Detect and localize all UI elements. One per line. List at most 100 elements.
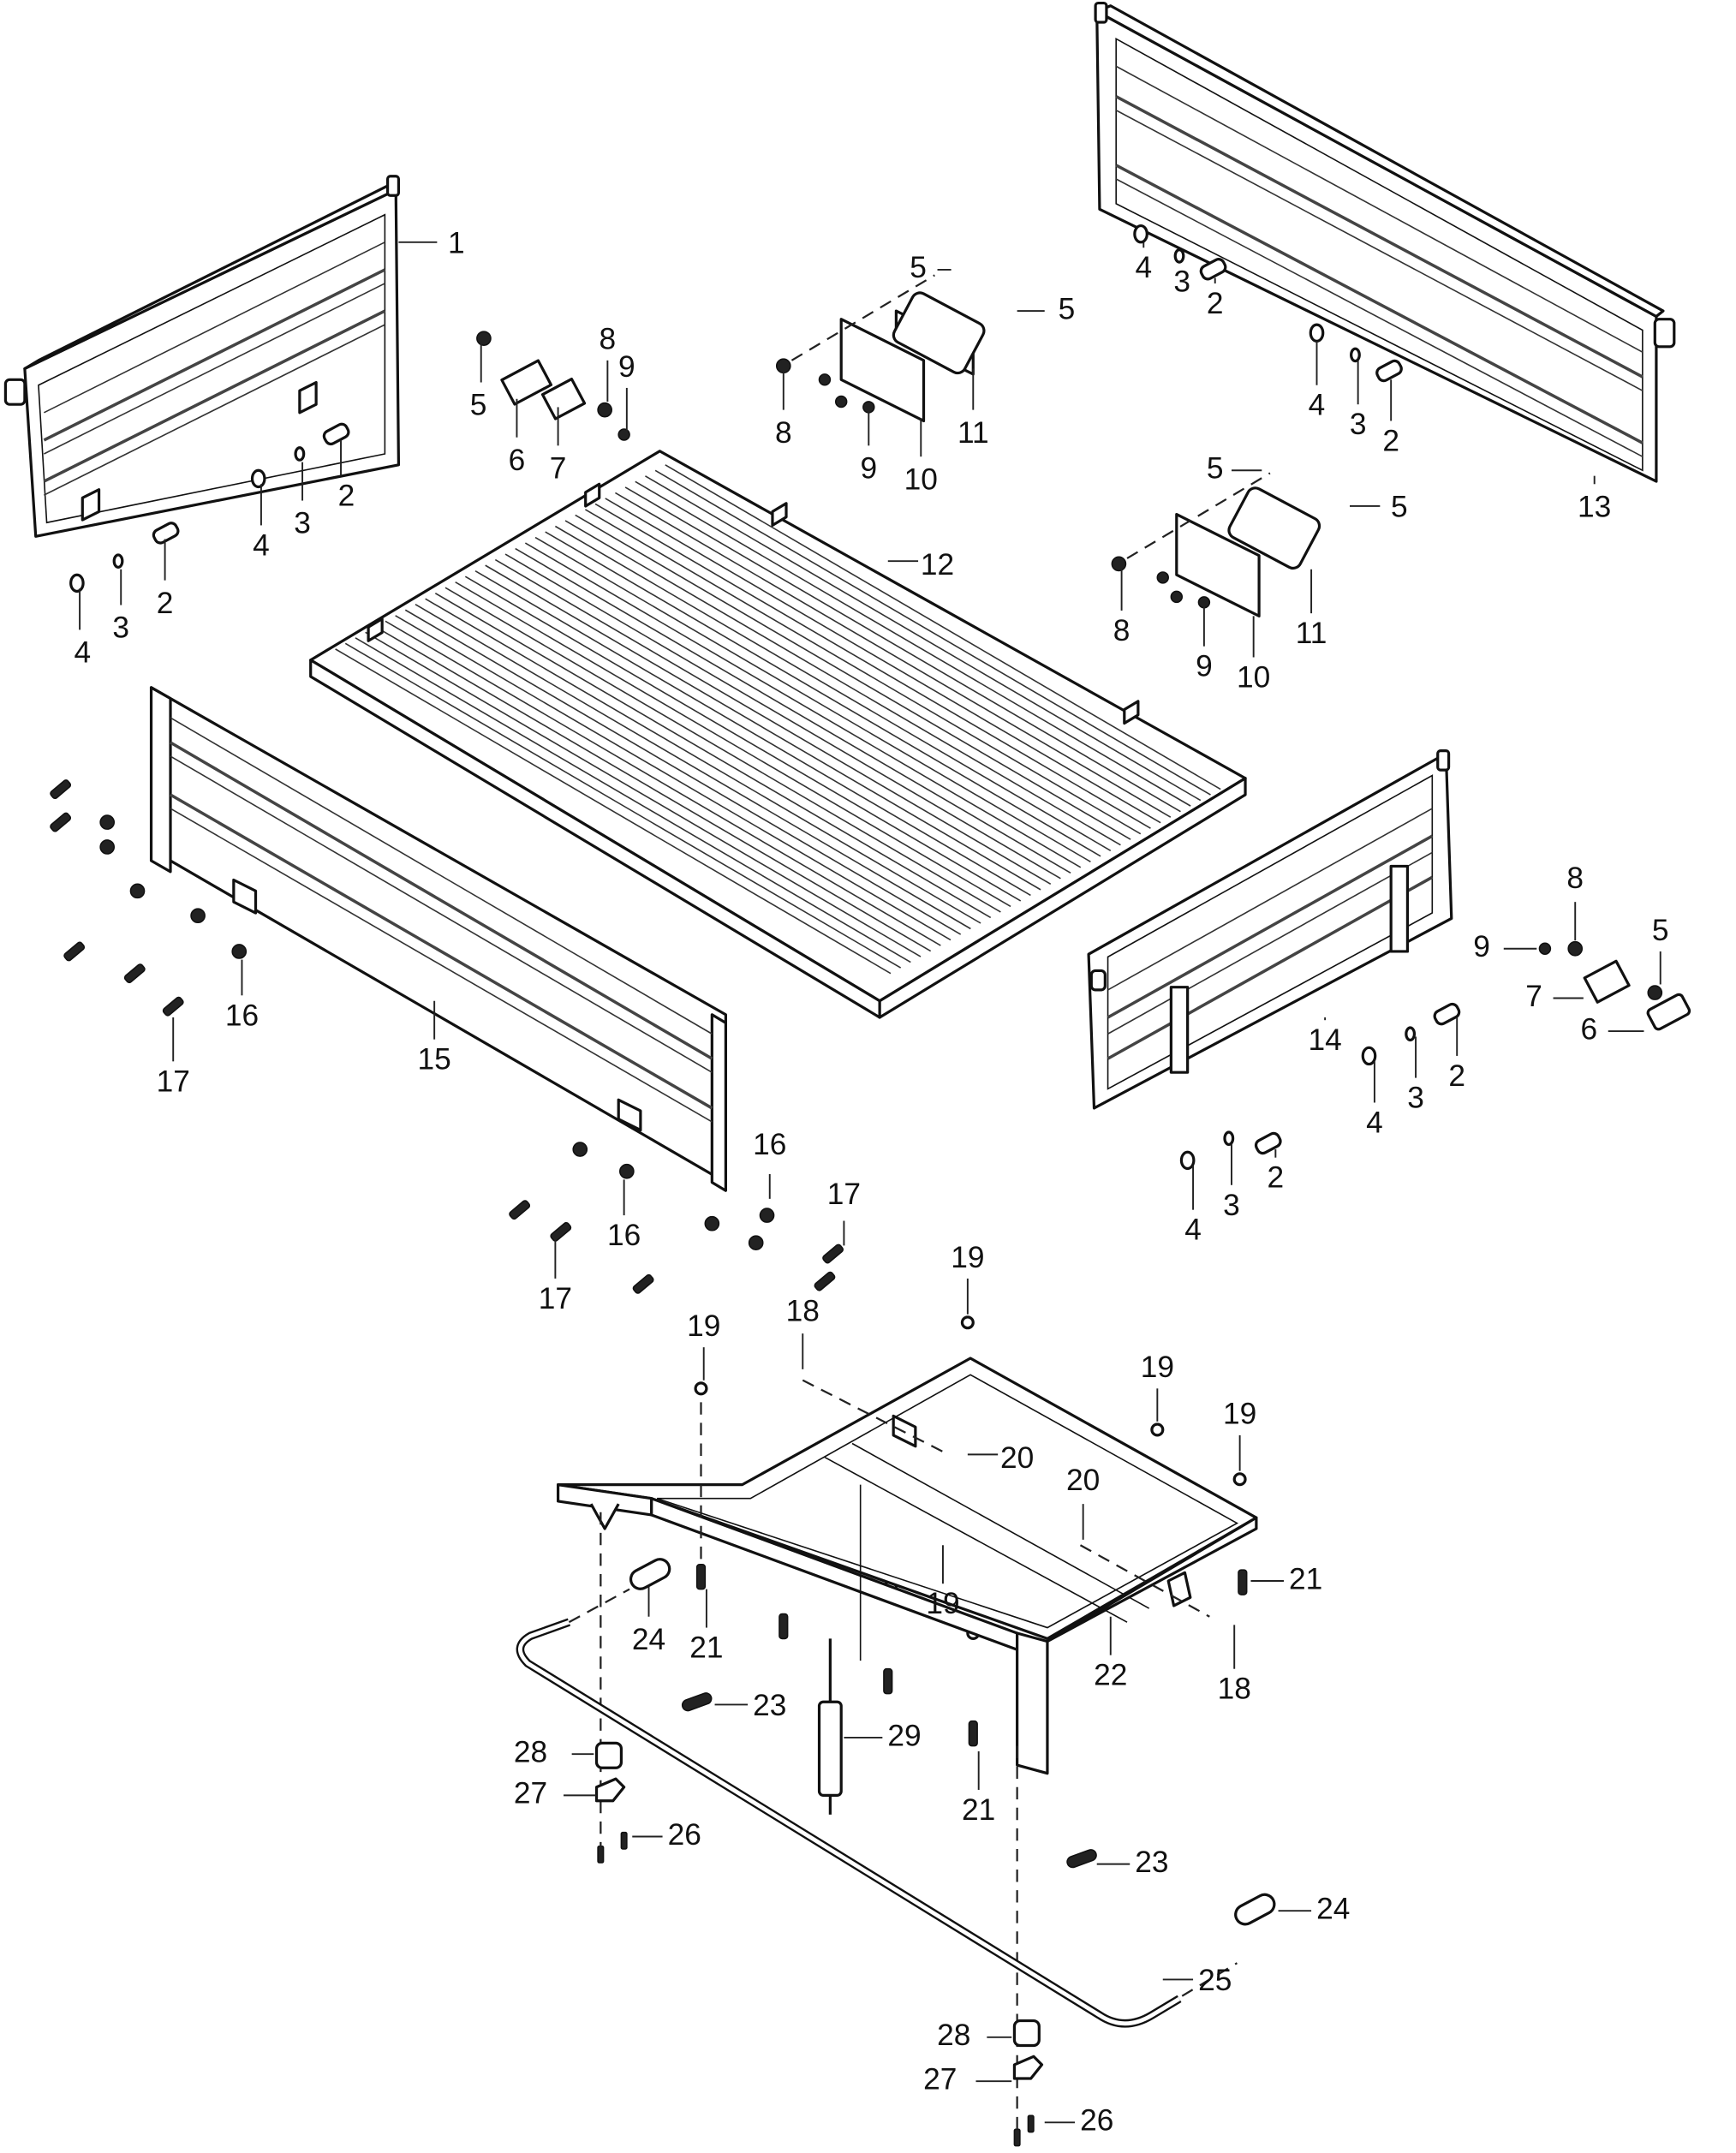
callout-number: 26 [1080, 2104, 1113, 2138]
stud-bolt-icon [695, 1563, 707, 1590]
callout-21: 21 [689, 1589, 724, 1665]
callout-9: 9 [1196, 605, 1213, 683]
callout-5: 5 [1207, 452, 1262, 486]
callout-number: 19 [951, 1241, 984, 1274]
stud-bolt-icon [779, 1613, 789, 1640]
callout-number: 3 [1350, 408, 1367, 441]
callout-27: 27 [923, 2063, 1012, 2096]
callout-number: 4 [1184, 1214, 1202, 1247]
callout-number: 21 [962, 1793, 995, 1827]
callout-number: 29 [887, 1719, 921, 1752]
part-latch-plate-right [1538, 940, 1691, 1031]
callout-28: 28 [937, 2019, 1012, 2052]
washer-icon [294, 446, 306, 462]
nut-icon [99, 814, 116, 830]
callout-number: 11 [957, 416, 989, 450]
callout-8: 8 [1113, 569, 1130, 647]
lock-nut-icon [694, 1381, 708, 1396]
callout-14: 14 [1308, 1017, 1342, 1057]
callout-number: 6 [1580, 1012, 1597, 1046]
callout-3: 3 [112, 569, 129, 645]
callout-number: 4 [1366, 1106, 1383, 1140]
callout-number: 18 [1218, 1673, 1251, 1706]
bolt-icon [50, 812, 72, 832]
callout-16: 16 [753, 1128, 786, 1199]
callout-number: 10 [904, 462, 938, 496]
callout-number: 5 [1652, 914, 1669, 947]
screw-icon [1027, 2114, 1035, 2133]
callout-2: 2 [338, 439, 355, 513]
callout-23: 23 [1096, 1846, 1169, 1879]
callout-number: 26 [668, 1818, 701, 1852]
callout-number: 21 [689, 1631, 723, 1665]
callout-4: 4 [74, 588, 91, 670]
callout-8: 8 [600, 323, 617, 402]
callout-number: 2 [157, 587, 174, 620]
callout-number: 19 [687, 1309, 720, 1343]
part-rear-panel [1094, 1, 1676, 483]
nut-icon [129, 883, 146, 899]
callout-25: 25 [1162, 1964, 1232, 1997]
callout-2: 2 [1382, 379, 1399, 457]
callout-3: 3 [294, 462, 311, 540]
callout-number: 2 [1268, 1161, 1285, 1195]
callout-number: 25 [1198, 1964, 1232, 1997]
callout-number: 16 [225, 999, 259, 1032]
callout-7: 7 [1525, 980, 1584, 1013]
hinge-pin-icon [1199, 258, 1227, 281]
callout-10: 10 [1237, 616, 1270, 695]
stud-bolt-icon [968, 1720, 978, 1747]
callout-15: 15 [418, 1000, 451, 1076]
part-latch-bracket-lower [1111, 472, 1321, 617]
callout-21: 21 [1250, 1562, 1322, 1595]
callout-number: 8 [600, 323, 617, 356]
callout-number: 3 [112, 611, 129, 645]
screw-icon [620, 1831, 628, 1850]
callout-28: 28 [514, 1736, 594, 1769]
callout-number: 4 [1309, 389, 1326, 422]
part-spring-lower [1066, 1849, 1097, 1869]
callout-number: 13 [1578, 491, 1611, 524]
callout-number: 4 [253, 528, 270, 562]
part-latch-bracket-upper [775, 274, 986, 423]
callout-23: 23 [714, 1689, 786, 1722]
callout-3: 3 [1223, 1143, 1240, 1222]
callout-number: 2 [338, 480, 355, 513]
part-front-panel [3, 175, 401, 538]
washer-icon [1405, 1026, 1417, 1042]
bolt-icon [632, 1273, 654, 1294]
callout-5: 5 [1017, 292, 1075, 325]
callout-9: 9 [618, 350, 635, 432]
nut-icon [704, 1215, 720, 1232]
callout-number: 23 [1135, 1846, 1168, 1879]
callout-29: 29 [844, 1719, 922, 1752]
washer-icon [1223, 1130, 1235, 1147]
bolt-icon [822, 1243, 844, 1264]
clip-ring-icon [1361, 1046, 1377, 1066]
callout-number: 6 [509, 444, 526, 477]
alignment-line [802, 1379, 949, 1456]
callout-number: 19 [1223, 1398, 1256, 1431]
callout-8: 8 [1566, 862, 1584, 941]
callout-number: 17 [157, 1065, 190, 1098]
part-grip-left [629, 1558, 671, 1590]
callout-2: 2 [1207, 277, 1224, 320]
callout-number: 14 [1308, 1023, 1341, 1057]
callout-number: 20 [1066, 1464, 1100, 1497]
lock-nut-icon [1232, 1472, 1247, 1487]
washer-icon [112, 553, 124, 569]
callout-number: 17 [827, 1178, 861, 1211]
callout-22: 22 [1094, 1616, 1127, 1692]
callout-3: 3 [1350, 360, 1367, 441]
part-gas-strut [817, 1638, 843, 1815]
stud-bolt-icon [1238, 1569, 1248, 1595]
callout-9: 9 [860, 407, 877, 486]
clip-ring-icon [250, 468, 266, 489]
callout-2: 2 [157, 539, 174, 620]
callout-11: 11 [1296, 569, 1327, 650]
callout-17: 17 [157, 1017, 190, 1098]
callout-number: 2 [1382, 424, 1399, 457]
